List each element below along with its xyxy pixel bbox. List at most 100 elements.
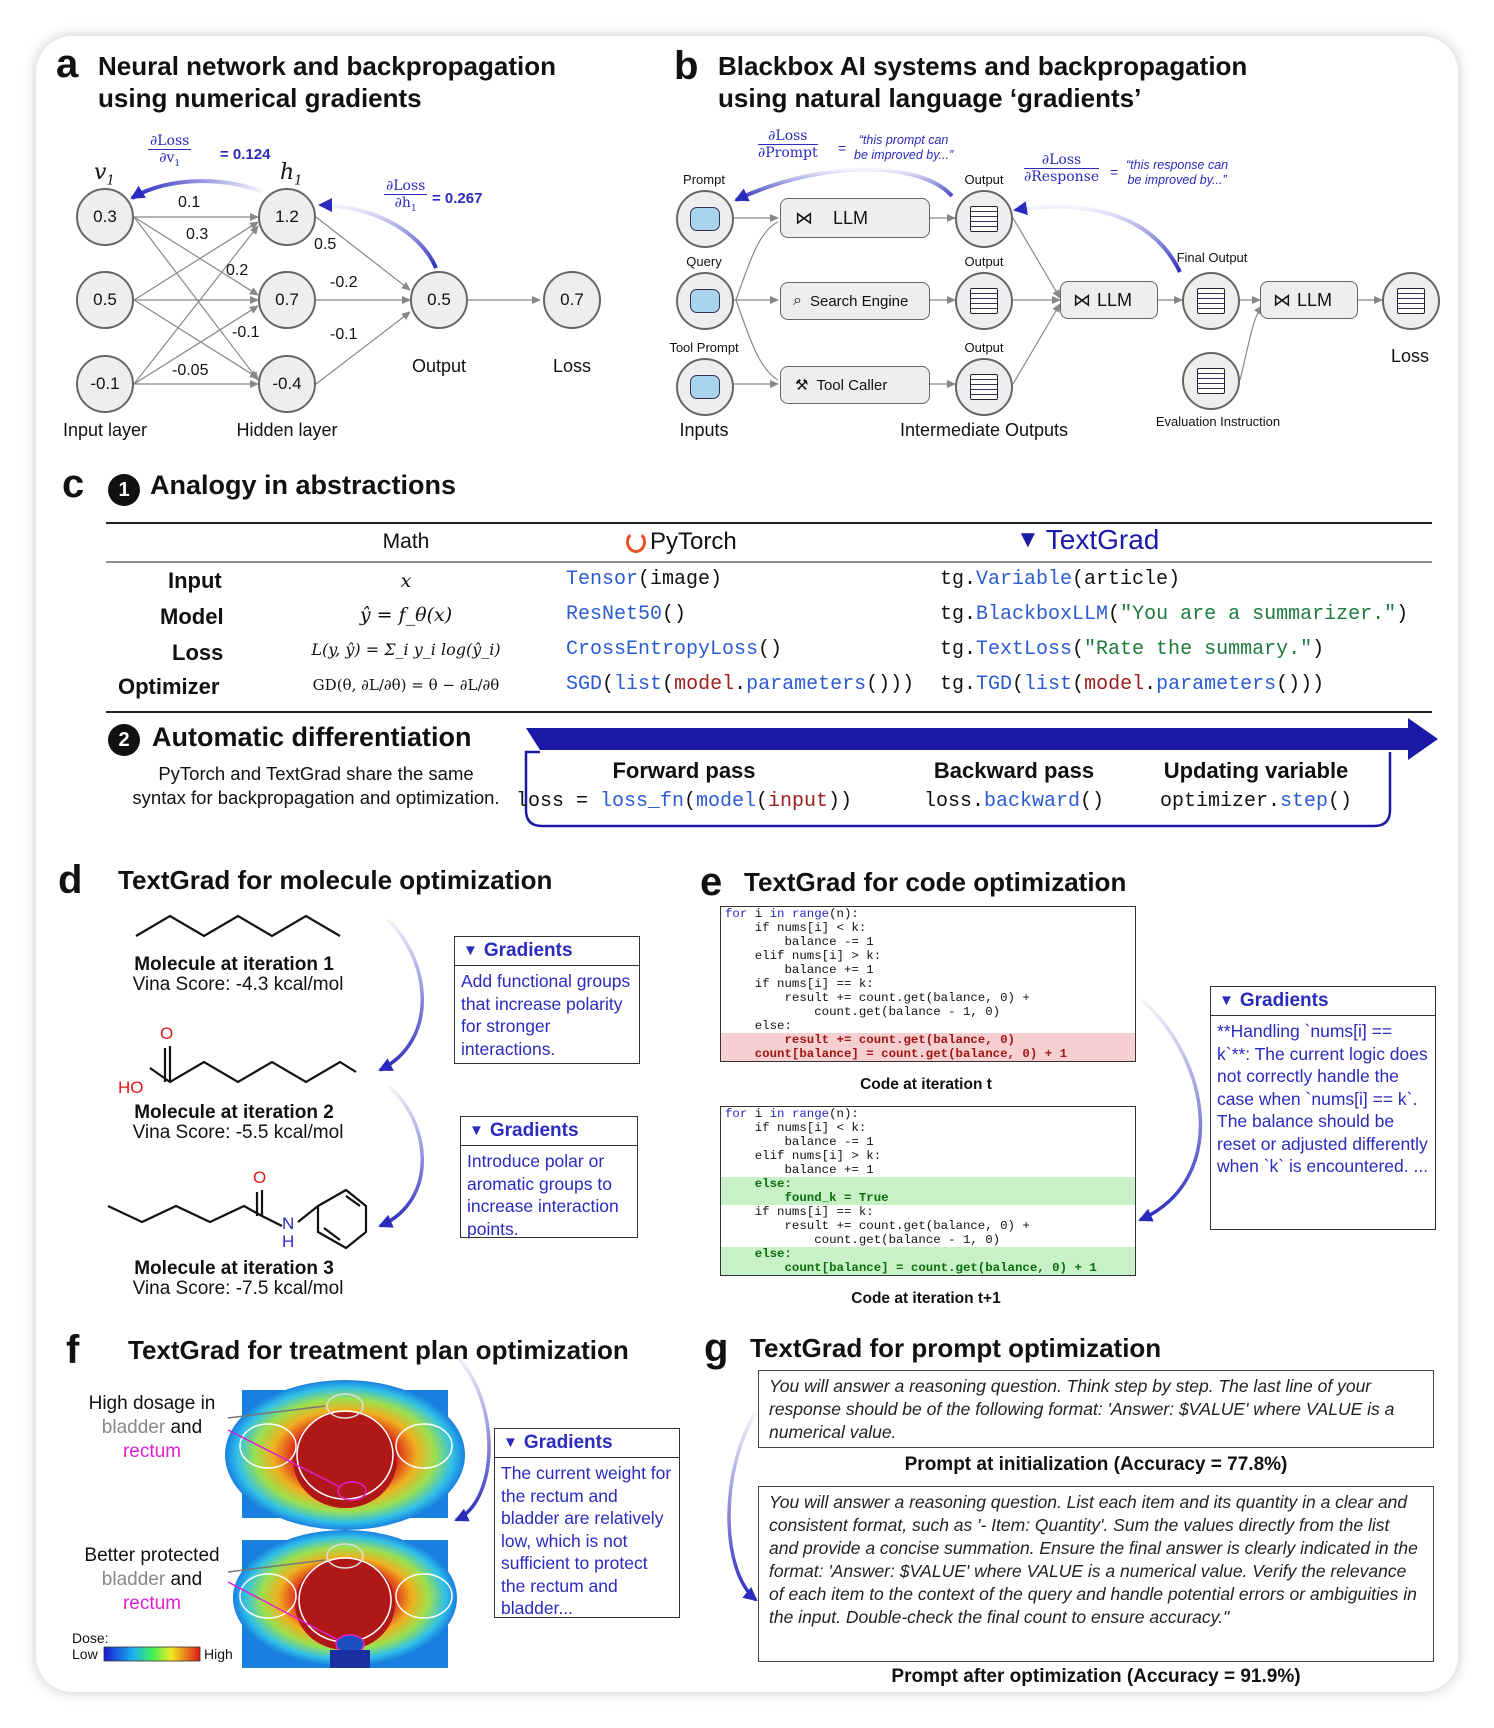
- document-icon: [1397, 288, 1425, 314]
- molecule-1-name: Molecule at iteration 1: [134, 954, 334, 975]
- panel-e-title: TextGrad for code optimization: [744, 867, 1127, 897]
- loss-node: 0.7: [543, 271, 601, 329]
- panel-a-title: Neural network and backpropagation using…: [98, 51, 556, 113]
- final-output-doc: [1182, 272, 1240, 330]
- step-1-title: Analogy in abstractions: [150, 470, 457, 500]
- chat-bubble-icon: [690, 375, 720, 399]
- weight-7: -0.2: [330, 274, 358, 291]
- textgrad-input: tg.Variable(article): [940, 568, 1181, 591]
- weight-5: -0.05: [172, 362, 209, 379]
- grad-prompt-eq: =: [838, 140, 847, 156]
- code-line: if nums[i] < k:: [725, 921, 867, 935]
- dose-low: Low: [72, 1646, 98, 1662]
- weight-3: 0.2: [226, 262, 249, 279]
- code-line: for i in range(n):: [725, 907, 859, 921]
- weight-4: -0.1: [232, 324, 260, 341]
- input-hidden-connections: [133, 213, 541, 388]
- code-1-caption: Code at iteration t: [860, 1076, 992, 1093]
- grad2-fraction: ∂Loss ∂h1: [384, 178, 428, 214]
- panel-d-label: d: [58, 858, 83, 902]
- prompt-initial: You will answer a reasoning question. Th…: [758, 1370, 1434, 1448]
- autodiff-arrow: [526, 718, 1438, 760]
- grad-prompt-fraction: ∂Loss ∂Prompt: [758, 128, 818, 161]
- prompt-arrow: [727, 1411, 758, 1602]
- grad-arrow-v1: [130, 179, 263, 200]
- grad-arrow-h1: [318, 198, 438, 269]
- textgrad-optimizer: tg.TGD(list(model.parameters())): [940, 673, 1325, 696]
- code-line: else:: [721, 1247, 1135, 1261]
- network-icon: ⋈: [795, 207, 813, 228]
- treatment-gradient: ▼Gradients The current weight for the re…: [494, 1428, 680, 1618]
- row-label-optimizer: Optimizer: [118, 674, 220, 699]
- label-inputs: Inputs: [679, 420, 729, 440]
- molecule-3-structure: [107, 1188, 368, 1250]
- molecule-3-score: Vina Score: -7.5 kcal/mol: [132, 1278, 344, 1299]
- textgrad-loss: tg.TextLoss("Rate the summary."): [940, 638, 1325, 661]
- updating-variable-title: Updating variable: [1163, 758, 1349, 783]
- code-line: count.get(balance - 1, 0): [725, 1233, 1001, 1247]
- output-node: 0.5: [410, 271, 468, 329]
- molecule-gradient-2: ▼Gradients Introduce polar or aromatic g…: [460, 1116, 638, 1239]
- code-line: elif nums[i] > k:: [725, 1149, 882, 1163]
- document-icon: [1197, 288, 1225, 314]
- panel-g-label: g: [704, 1326, 729, 1370]
- dose-colorbar: [103, 1646, 201, 1662]
- pytorch-input: Tensor(image): [566, 568, 723, 591]
- col-textgrad: ▼ TextGrad: [1016, 524, 1160, 555]
- code-line: balance -= 1: [725, 1135, 874, 1149]
- output-doc-1: [955, 190, 1013, 248]
- molecule-2-name: Molecule at iteration 2: [134, 1102, 334, 1123]
- label-loss-b: Loss: [1390, 346, 1430, 366]
- prompt-initial-caption: Prompt at initialization (Accuracy = 77.…: [904, 1454, 1288, 1475]
- search-engine-module: ⌕Search Engine: [780, 282, 930, 320]
- llm-module-1: ⋈LLM: [780, 198, 930, 238]
- label-output: Output: [411, 356, 467, 376]
- hidden-node-1: 1.2: [258, 188, 316, 246]
- weight-1: 0.1: [178, 194, 201, 211]
- query-bubble: [676, 272, 734, 330]
- llm-module-2: ⋈LLM: [1060, 281, 1158, 319]
- label-prompt: Prompt: [683, 172, 725, 187]
- row-label-loss: Loss: [172, 640, 224, 665]
- label-hidden-layer: Hidden layer: [236, 420, 338, 440]
- code-2-caption: Code at iteration t+1: [851, 1290, 1001, 1307]
- hidden-node-3: -0.4: [258, 355, 316, 413]
- atom-o-2: O: [253, 1168, 267, 1187]
- tool-caller-module: ⚒Tool Caller: [780, 366, 930, 404]
- panel-g-title: TextGrad for prompt optimization: [750, 1333, 1162, 1363]
- panel-f-label: f: [66, 1328, 80, 1372]
- grad2-value: = 0.267: [432, 190, 483, 207]
- label-intermediate-outputs: Intermediate Outputs: [899, 420, 1069, 440]
- autodiff-box: [524, 750, 1392, 828]
- code-iteration-t1: for i in range(n): if nums[i] < k: balan…: [720, 1106, 1136, 1276]
- input-node-1: 0.3: [76, 188, 134, 246]
- weight-8: -0.1: [330, 326, 358, 343]
- label-query: Query: [686, 254, 722, 269]
- textgrad-logo-icon: ▼: [1219, 992, 1234, 1009]
- forward-pass-title: Forward pass: [612, 758, 756, 783]
- atom-o-1: O: [160, 1024, 174, 1043]
- molecule-arrow-2: [378, 1084, 424, 1228]
- code-line: result += count.get(balance, 0): [721, 1033, 1135, 1047]
- output-doc-2: [955, 272, 1013, 330]
- grad-arrow-response: [1013, 201, 1182, 273]
- document-icon: [970, 288, 998, 314]
- row-label-input: Input: [168, 568, 222, 593]
- textgrad-logo-icon: ▼: [463, 942, 478, 959]
- code-iteration-t: for i in range(n): if nums[i] < k: balan…: [720, 906, 1136, 1062]
- code-line: balance -= 1: [725, 935, 874, 949]
- forward-pass-code: loss = loss_fn(model(input)): [515, 790, 853, 813]
- dose-high: High: [204, 1646, 233, 1662]
- evaluation-doc: [1182, 352, 1240, 410]
- label-loss: Loss: [552, 356, 592, 376]
- pytorch-model: ResNet50(): [566, 603, 687, 626]
- prompt-optimized-caption: Prompt after optimization (Accuracy = 91…: [891, 1666, 1301, 1687]
- tool-prompt-bubble: [676, 358, 734, 416]
- panel-e-label: e: [700, 860, 723, 904]
- document-icon: [970, 374, 998, 400]
- code-line: count[balance] = count.get(balance, 0) +…: [721, 1261, 1135, 1275]
- pytorch-loss: CrossEntropyLoss(): [566, 638, 783, 661]
- chat-bubble-icon: [690, 207, 720, 231]
- molecule-1-score: Vina Score: -4.3 kcal/mol: [132, 974, 344, 995]
